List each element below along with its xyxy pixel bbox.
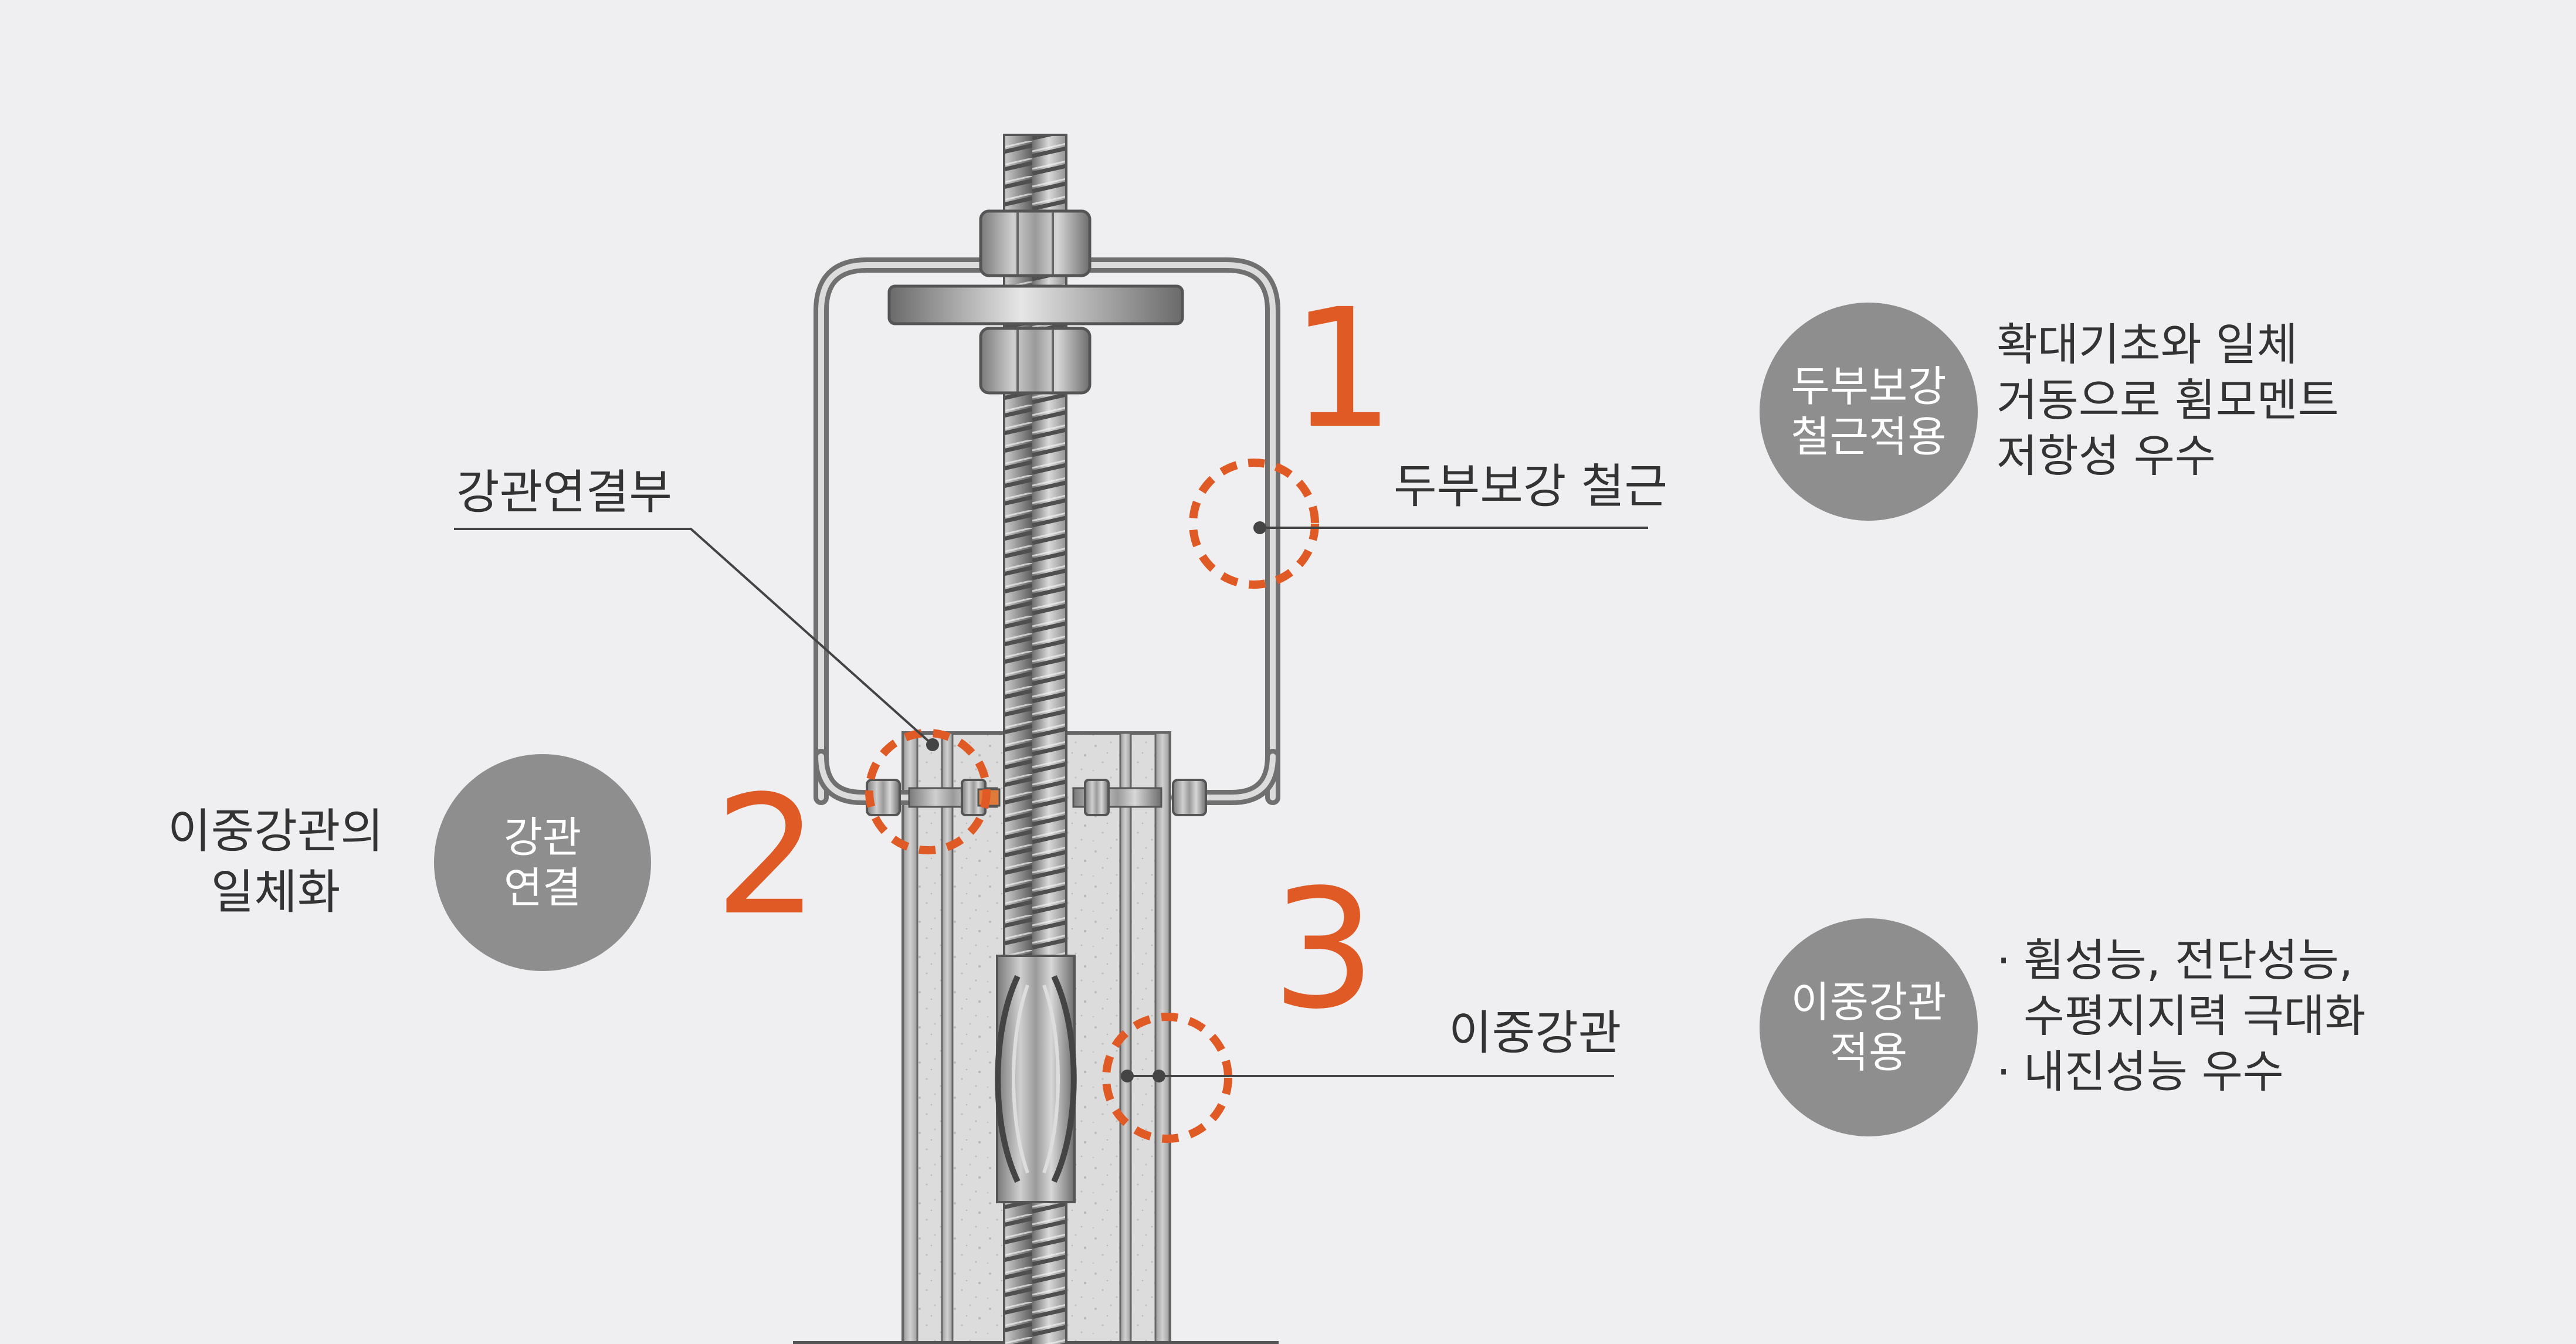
bullet-item-1-line1: 휨성능, 전단성능, [2023,934,2353,986]
bullet-item-1-cont: 수평지지력 극대화 [1997,988,2366,1044]
label-cap-rebar: 두부보강 철근 [1394,459,1668,514]
highlight-circle-2 [865,729,991,854]
left-description-line1: 이중강관의 [168,804,384,858]
badge-cap-rebar-line1: 두부보강 [1791,361,1947,411]
step-number-2: 2 [714,761,819,952]
leader-lines [454,527,1648,1077]
bullet-mark: · [1997,934,2011,986]
leader-dots [926,521,1266,1082]
badge-double-pipe-line1: 이중강관 [1791,977,1947,1027]
top-description-line2: 거동으로 휨모멘트 [1997,374,2339,426]
top-description: 확대기초와 일체 거동으로 휨모멘트 저항성 우수 [1997,317,2339,484]
bullet-item-1-line2: 수평지지력 극대화 [2023,990,2366,1042]
label-double-pipe: 이중강관 [1449,1006,1622,1060]
bullet-item-2: · 내진성능 우수 [1997,1044,2366,1099]
badge-pipe-connection-line2: 연결 [503,863,582,912]
badge-pipe-connection: 강관 연결 [434,754,651,971]
highlight-circle-1 [1189,459,1319,589]
left-description: 이중강관의 일체화 [164,801,387,923]
top-description-line1: 확대기초와 일체 [1997,318,2298,371]
badge-cap-rebar: 두부보강 철근적용 [1760,303,1978,521]
bullet-item-2-text: 내진성능 우수 [2023,1046,2284,1098]
rod-coupler [995,955,1077,1203]
step-number-3: 3 [1272,854,1377,1046]
badge-pipe-connection-line1: 강관 [503,812,582,862]
badge-cap-rebar-line2: 철근적용 [1791,412,1947,461]
top-description-line3: 저항성 우수 [1997,430,2216,482]
bullet-mark: · [1997,1046,2011,1098]
label-pipe-joint: 강관연결부 [456,465,672,520]
bearing-plate [887,209,1184,395]
badge-double-pipe-line2: 적용 [1829,1028,1908,1077]
left-description-line2: 일체화 [211,865,341,919]
highlight-circle-3 [1102,1013,1232,1143]
bullet-item-1: · 휨성능, 전단성능, [1997,932,2366,988]
badge-double-pipe: 이중강관 적용 [1760,918,1978,1136]
bottom-description: · 휨성능, 전단성능, 수평지지력 극대화 · 내진성능 우수 [1997,932,2366,1099]
pipe-connection-bolts [866,779,1207,816]
step-number-1: 1 [1290,274,1395,465]
